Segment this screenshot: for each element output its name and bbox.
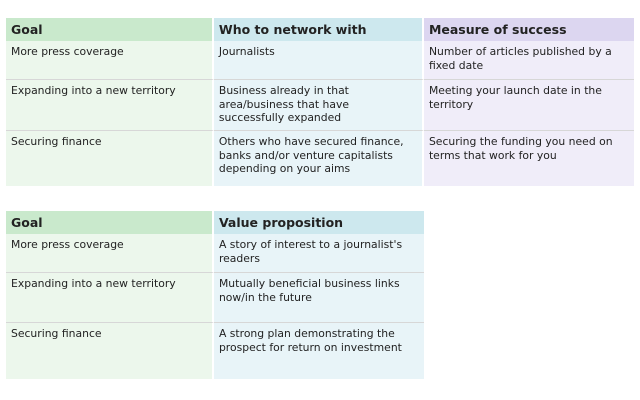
table-row: Securing finance Others who have secured…	[6, 130, 634, 186]
goal-cell: Securing finance	[6, 322, 214, 379]
goal-cell: More press coverage	[6, 41, 214, 79]
value-proposition-table: Goal Value proposition More press covera…	[6, 211, 424, 379]
value-proposition-cell: A story of interest to a journalist's re…	[213, 234, 424, 272]
value-proposition-column-header: Value proposition	[213, 211, 424, 234]
table-row: Securing finance A strong plan demonstra…	[6, 322, 424, 379]
measure-of-success-column-header: Measure of success	[423, 18, 634, 41]
goal-cell: Expanding into a new territory	[6, 79, 214, 130]
goal-cell: Securing finance	[6, 130, 214, 186]
table-row: Expanding into a new territory Business …	[6, 79, 634, 130]
who-to-network-with-cell: Business already in that area/business t…	[213, 79, 424, 130]
measure-of-success-cell: Number of articles published by a fixed …	[423, 41, 634, 79]
table-row: More press coverage A story of interest …	[6, 234, 424, 272]
table-row: More press coverage Journalists Number o…	[6, 41, 634, 79]
table-header-row: Goal Who to network with Measure of succ…	[6, 18, 634, 41]
table-row: Expanding into a new territory Mutually …	[6, 272, 424, 322]
goal-cell: Expanding into a new territory	[6, 272, 214, 322]
who-to-network-with-cell: Journalists	[213, 41, 424, 79]
value-proposition-cell: Mutually beneficial business links now/i…	[213, 272, 424, 322]
goal-column-header: Goal	[6, 18, 214, 41]
table-header-row: Goal Value proposition	[6, 211, 424, 234]
networking-goals-table: Goal Who to network with Measure of succ…	[6, 18, 634, 186]
goal-column-header: Goal	[6, 211, 214, 234]
measure-of-success-cell: Securing the funding you need on terms t…	[423, 130, 634, 186]
measure-of-success-cell: Meeting your launch date in the territor…	[423, 79, 634, 130]
who-to-network-with-column-header: Who to network with	[213, 18, 424, 41]
goal-cell: More press coverage	[6, 234, 214, 272]
value-proposition-cell: A strong plan demonstrating the prospect…	[213, 322, 424, 379]
who-to-network-with-cell: Others who have secured finance, banks a…	[213, 130, 424, 186]
